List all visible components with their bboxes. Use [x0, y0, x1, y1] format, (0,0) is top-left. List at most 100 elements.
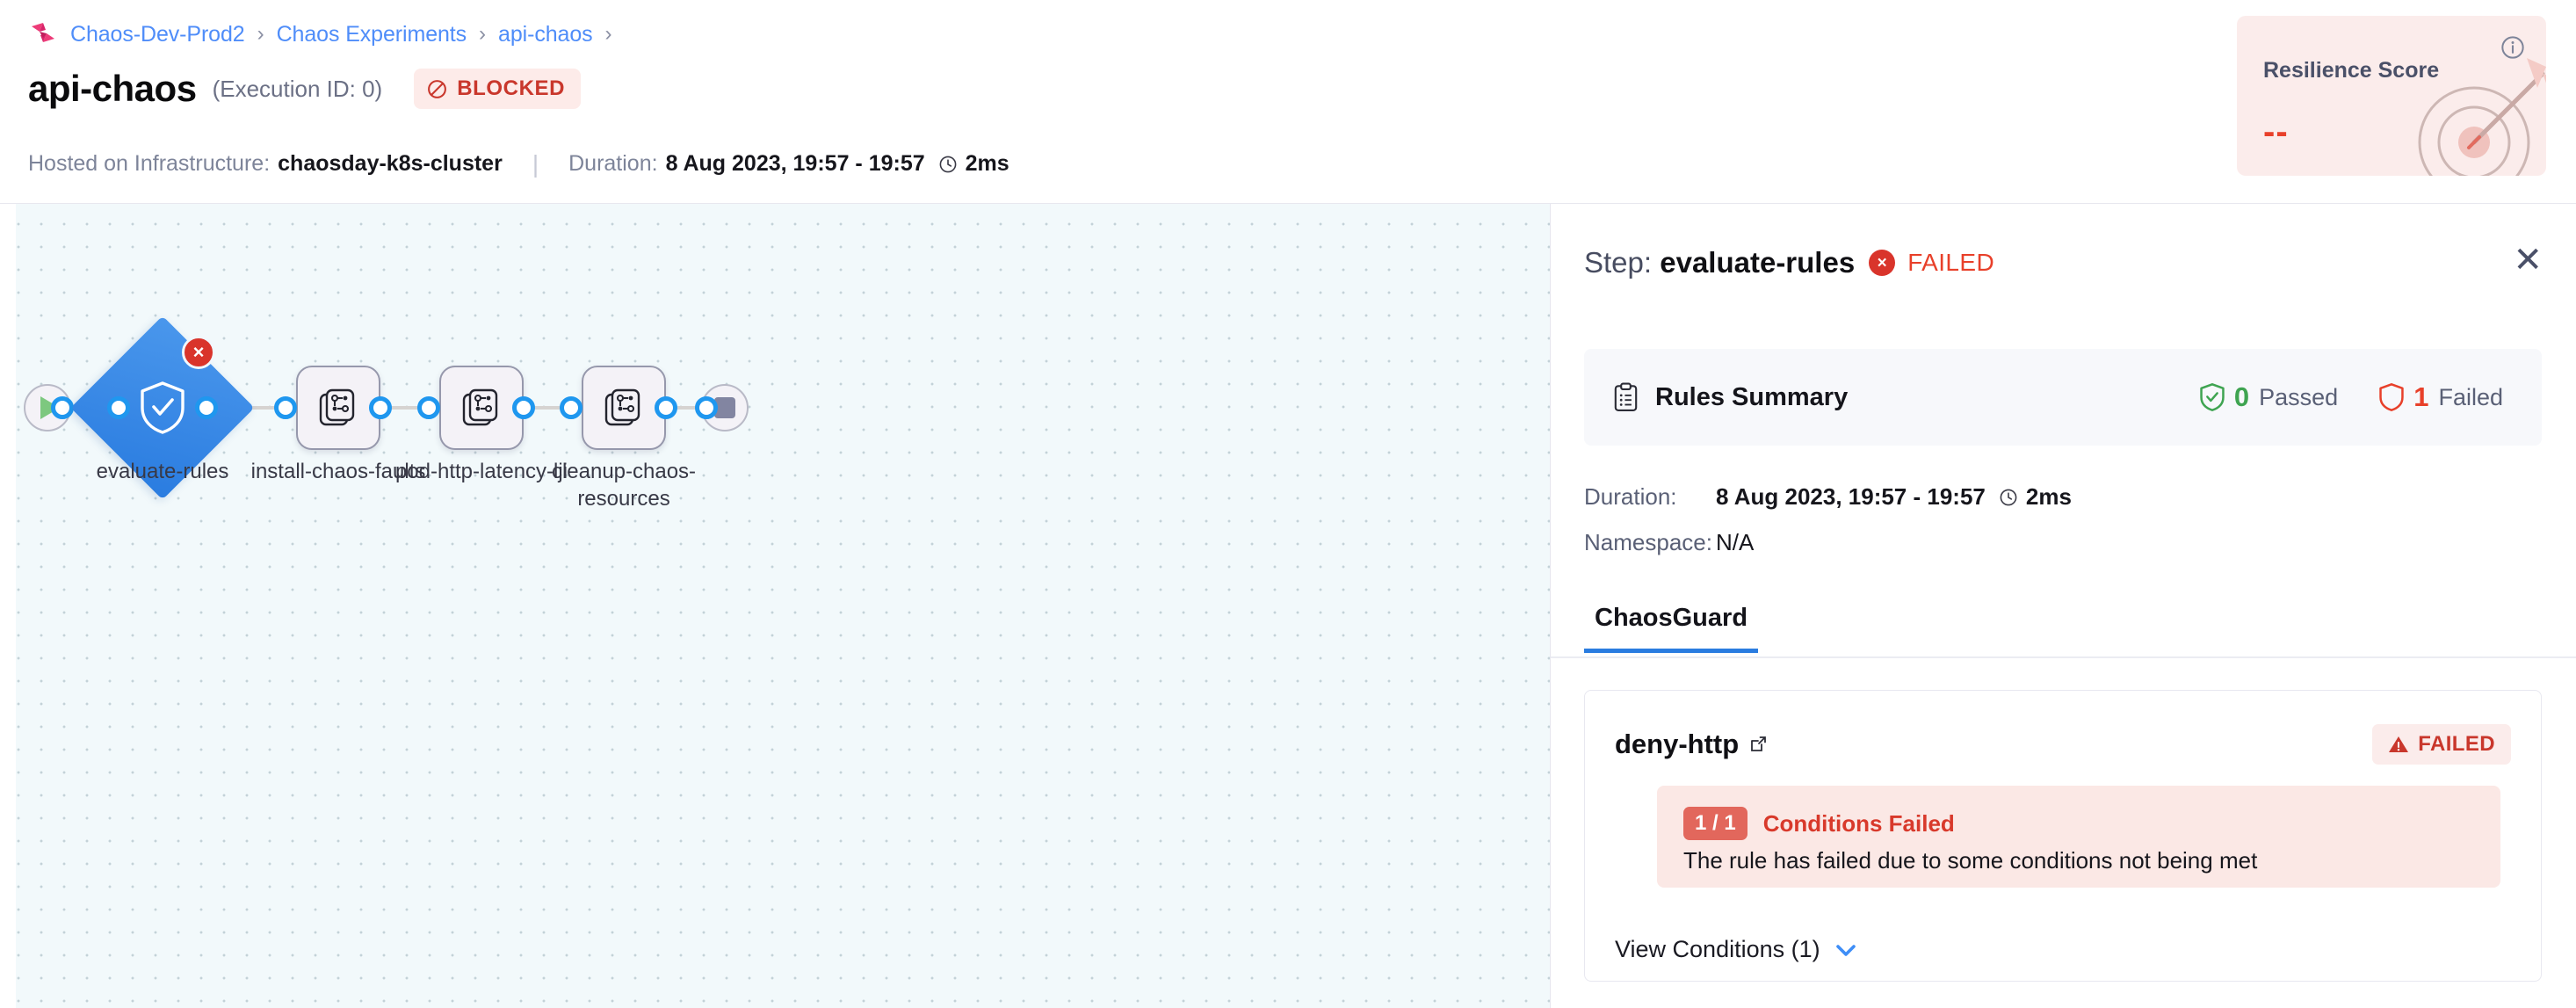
warning-triangle-icon	[2389, 736, 2409, 752]
rules-passed-stat: 0 Passed	[2199, 381, 2338, 413]
chaos-faults-icon	[604, 388, 640, 426]
breadcrumb-separator: ›	[257, 22, 264, 46]
error-circle-icon: ×	[1869, 250, 1896, 276]
shield-check-icon	[2200, 383, 2225, 411]
port-evaluate-in[interactable]	[107, 396, 130, 419]
panel-tabs: ChaosGuard	[1551, 593, 2576, 658]
breadcrumb-item-0[interactable]: Chaos-Dev-Prod2	[70, 21, 245, 47]
diamond-icon-wrap	[98, 343, 228, 473]
rules-passed-label: Passed	[2259, 383, 2339, 410]
chaos-faults-icon	[319, 388, 355, 426]
pipeline-canvas[interactable]: ×	[0, 204, 1550, 1008]
view-conditions-toggle[interactable]: View Conditions (1)	[1615, 936, 1859, 963]
node-pod-http-latency-lji[interactable]	[439, 366, 524, 450]
breadcrumb-item-2[interactable]: api-chaos	[498, 21, 593, 47]
node-label-cleanup-chaos-resources: cleanup-chaos-resources	[551, 460, 697, 511]
conditions-failed-header: 1 / 1 Conditions Failed	[1683, 807, 1955, 840]
rules-summary-card: Rules Summary 0 Passed 1 Failed	[1584, 349, 2542, 446]
tab-chaosguard[interactable]: ChaosGuard	[1584, 593, 1759, 653]
rules-summary-stats: 0 Passed 1 Failed	[2199, 381, 2503, 413]
port-start-out[interactable]	[51, 396, 74, 419]
blocked-circle-icon	[428, 79, 447, 98]
port-pod-out[interactable]	[512, 396, 535, 419]
duration-value: 8 Aug 2023, 19:57 - 19:57	[665, 151, 925, 176]
title-row: api-chaos (Execution ID: 0) BLOCKED	[28, 68, 582, 109]
port-cleanup-out[interactable]	[655, 396, 677, 419]
node-label-install-chaos-faults: install-chaos-faults	[250, 460, 426, 483]
page-title: api-chaos	[28, 68, 197, 109]
clock-icon	[2000, 489, 2017, 505]
info-icon[interactable]	[2500, 35, 2525, 60]
panel-namespace-value: N/A	[1716, 529, 1755, 555]
rule-status-badge: FAILED	[2372, 724, 2511, 765]
step-box[interactable]	[439, 366, 524, 450]
chevron-down-icon[interactable]	[1833, 941, 1859, 959]
panel-step-name: evaluate-rules	[1660, 246, 1856, 279]
rules-summary-label: Rules Summary	[1655, 382, 1849, 411]
panel-namespace-key: Namespace:	[1584, 529, 1712, 555]
rules-summary-left: Rules Summary	[1612, 382, 1848, 412]
resilience-score-title: Resilience Score	[2263, 58, 2440, 83]
duration-label: Duration:	[568, 151, 658, 176]
panel-duration-key: Duration:	[1584, 483, 1677, 510]
meta-row: Hosted on Infrastructure: chaosday-k8s-c…	[28, 151, 1009, 177]
conditions-failed-description: The rule has failed due to some conditio…	[1683, 847, 2258, 874]
breadcrumb-separator: ›	[604, 22, 612, 46]
port-pod-in[interactable]	[417, 396, 440, 419]
port-install-out[interactable]	[369, 396, 392, 419]
rule-name: deny-http	[1615, 729, 1740, 759]
rules-passed-count: 0	[2233, 381, 2250, 412]
rules-failed-label: Failed	[2438, 383, 2503, 410]
rules-failed-stat: 1 Failed	[2378, 381, 2503, 413]
close-icon[interactable]: ✕	[2513, 241, 2543, 279]
status-badge-label: BLOCKED	[457, 76, 566, 100]
external-link-icon[interactable]	[1747, 734, 1769, 755]
conditions-failed-title: Conditions Failed	[1762, 809, 1955, 837]
node-evaluate-rules[interactable]: ×	[70, 315, 255, 500]
conditions-failed-box: 1 / 1 Conditions Failed The rule has fai…	[1657, 786, 2500, 888]
step-details-panel: Step: evaluate-rules × FAILED ✕ Rul	[1550, 204, 2576, 1008]
breadcrumb-separator: ›	[479, 22, 487, 46]
panel-header: Step: evaluate-rules × FAILED ✕	[1584, 241, 2543, 279]
port-install-in[interactable]	[274, 396, 297, 419]
rule-card-header: deny-http FAILED	[1615, 724, 2511, 765]
error-x-icon[interactable]: ×	[182, 336, 215, 369]
conditions-count-badge: 1 / 1	[1683, 807, 1747, 840]
execution-id: (Execution ID: 0)	[212, 76, 383, 102]
resilience-score-card: Resilience Score --	[2237, 16, 2546, 176]
rule-status-label: FAILED	[2418, 732, 2495, 756]
rules-failed-count: 1	[2413, 381, 2429, 412]
node-label-pod-http-latency-lji: pod-http-latency-lji	[394, 460, 568, 483]
status-badge: BLOCKED	[414, 69, 582, 109]
duration-elapsed: 2ms	[965, 151, 1009, 176]
panel-step-title: Step: evaluate-rules	[1584, 246, 1855, 279]
stop-icon	[714, 397, 735, 418]
node-cleanup-chaos-resources[interactable]	[582, 366, 666, 450]
panel-namespace-row: Namespace: N/A	[1584, 529, 1754, 556]
infra-label: Hosted on Infrastructure:	[28, 151, 271, 176]
shield-check-icon	[141, 381, 185, 434]
panel-step-status: FAILED	[1907, 249, 1995, 276]
infra-value: chaosday-k8s-cluster	[278, 151, 503, 176]
panel-duration-row: Duration: 8 Aug 2023, 19:57 - 19:57 2ms	[1584, 483, 2072, 511]
clock-icon	[939, 156, 957, 172]
node-install-chaos-faults[interactable]	[296, 366, 380, 450]
port-evaluate-out[interactable]	[195, 396, 218, 419]
panel-step-prefix: Step:	[1584, 246, 1653, 279]
port-end-in[interactable]	[695, 396, 718, 419]
panel-duration-value: 8 Aug 2023, 19:57 - 19:57	[1716, 483, 1986, 510]
rule-card-deny-http: deny-http FAILED 1 / 1 Cond	[1584, 690, 2542, 982]
step-box[interactable]	[582, 366, 666, 450]
chaos-faults-icon	[462, 388, 498, 426]
page-header: Chaos-Dev-Prod2 › Chaos Experiments › ap…	[0, 0, 2576, 204]
breadcrumb-item-1[interactable]: Chaos Experiments	[276, 21, 467, 47]
target-dart-icon	[2418, 58, 2546, 176]
step-box[interactable]	[296, 366, 380, 450]
meta-divider: |	[532, 149, 539, 178]
view-conditions-label: View Conditions (1)	[1615, 936, 1820, 962]
panel-duration-elapsed: 2ms	[2025, 483, 2072, 510]
resilience-score-value: --	[2263, 112, 2289, 151]
clipboard-icon	[1614, 382, 1638, 411]
port-cleanup-in[interactable]	[560, 396, 582, 419]
